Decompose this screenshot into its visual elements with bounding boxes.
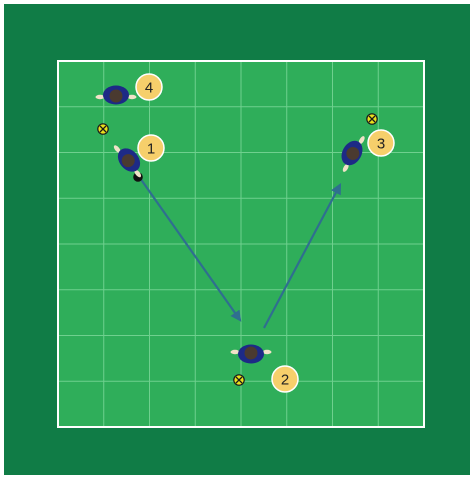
cone-marker	[367, 114, 377, 124]
badge-label: 4	[145, 80, 153, 97]
player-head	[245, 347, 258, 360]
cone-marker	[234, 375, 244, 385]
number-badge-3: 3	[368, 130, 394, 156]
number-badge-1: 1	[138, 135, 164, 161]
number-badge-2: 2	[272, 366, 298, 392]
badge-label: 1	[147, 141, 155, 158]
badge-label: 2	[281, 372, 289, 389]
player-head	[110, 90, 123, 103]
badge-label: 3	[377, 136, 385, 153]
cone-marker	[98, 124, 108, 134]
number-badge-4: 4	[136, 74, 162, 100]
